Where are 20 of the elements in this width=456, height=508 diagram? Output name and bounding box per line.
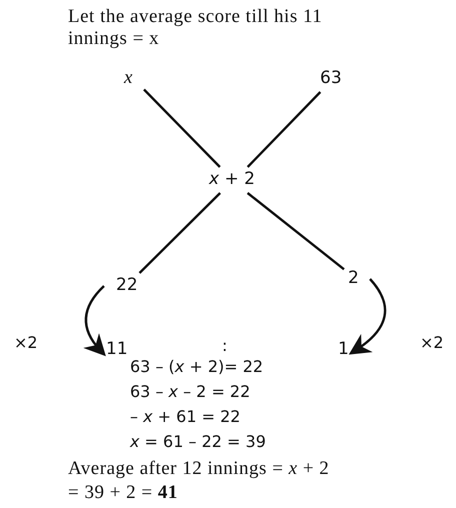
instruction-text: Let the average score till his 11 innings = x	[68, 6, 324, 50]
cross-line	[246, 192, 345, 270]
term-label: 2	[344, 266, 370, 292]
equation-step: 63 – x – 2 = 22	[130, 381, 250, 403]
equation-step: x = 61 – 22 = 39	[130, 431, 266, 453]
equation-step: – x + 61 = 22	[130, 406, 240, 428]
ratio-sign: :	[222, 335, 228, 357]
result-text: Average after 12 innings = x + 2	[68, 458, 330, 480]
result-text: = 39 + 2 = 41	[68, 482, 178, 504]
curved-arrow	[348, 278, 386, 355]
cross-line	[143, 88, 221, 168]
term-label: 63	[320, 66, 354, 92]
equation-step: 63 – (x + 2)= 22	[130, 356, 264, 378]
cross-line	[246, 91, 322, 168]
curved-arrow	[83, 285, 106, 357]
term-label: 22	[104, 273, 148, 299]
term-label: 1	[330, 337, 356, 363]
term-label: x	[118, 66, 144, 92]
cross-line	[138, 192, 221, 274]
term-label: x + 2	[204, 167, 260, 193]
